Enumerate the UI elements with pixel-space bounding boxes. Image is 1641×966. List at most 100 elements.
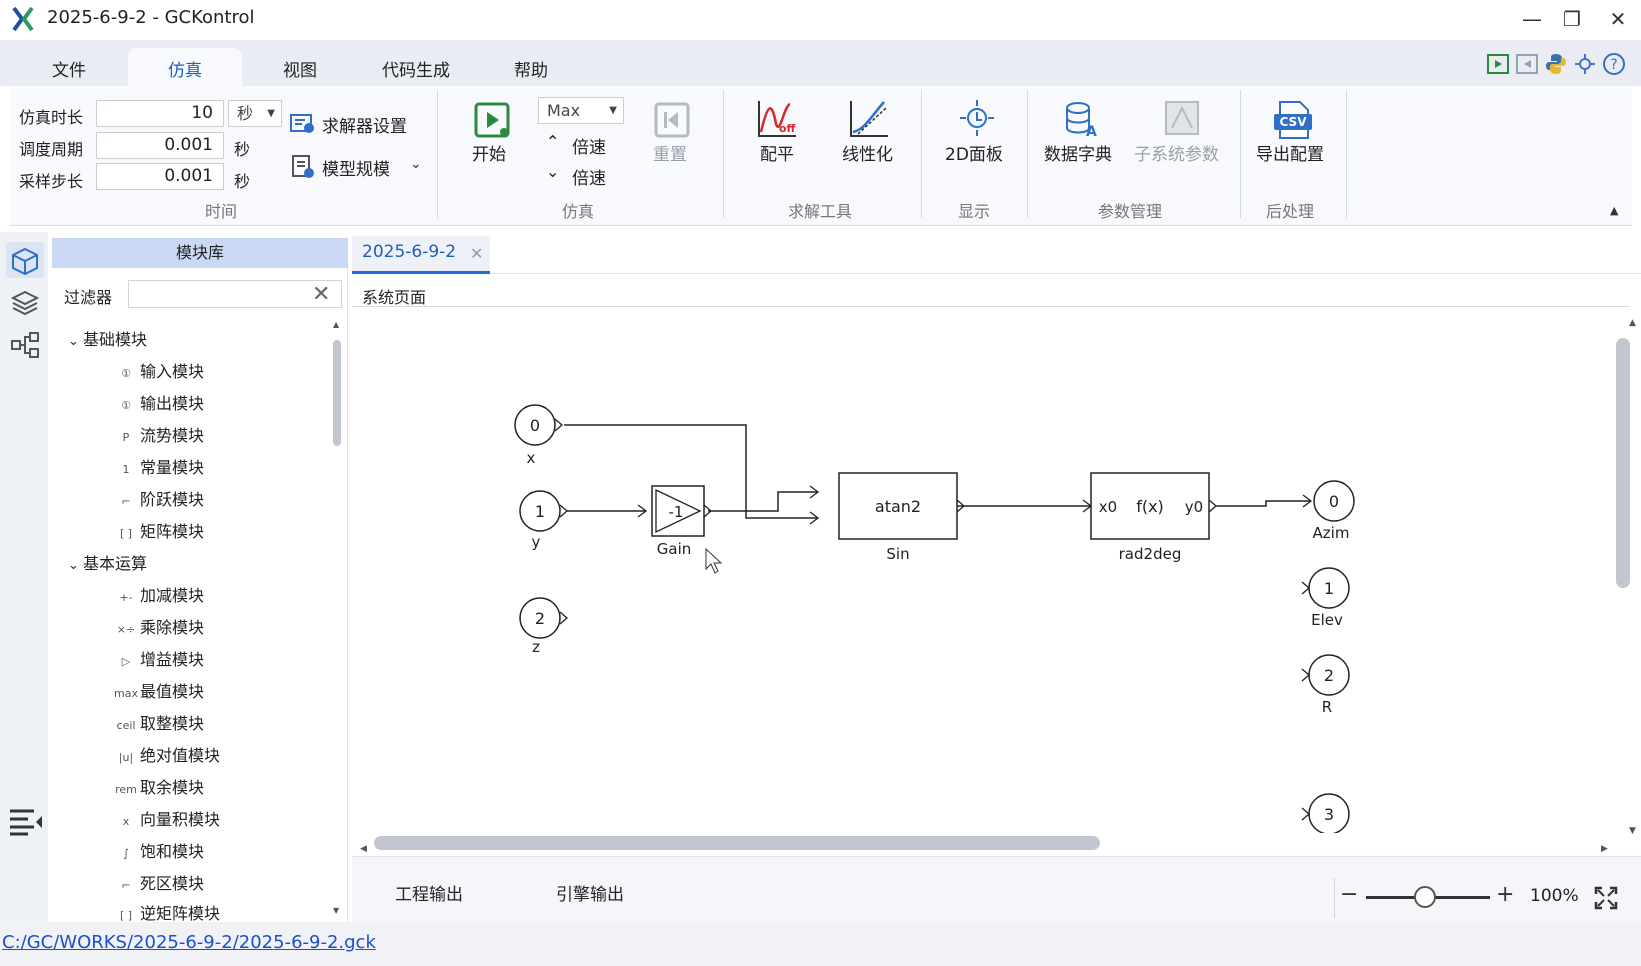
tab-help[interactable]: 帮助 [514,61,548,81]
inport-z[interactable]: 2 z [519,597,568,656]
collapse-panel-icon[interactable] [8,806,44,836]
python-icon[interactable] [1544,52,1568,76]
trim-icon[interactable]: off [756,98,800,140]
layers-icon[interactable] [10,288,40,318]
scroll-up-icon[interactable]: ▲ [1629,318,1636,328]
data-dict-icon[interactable]: A [1064,100,1100,140]
linearize-icon[interactable] [848,98,892,140]
collapse-ribbon-icon[interactable]: ▲ [1610,204,1619,217]
scroll-up-icon[interactable]: ▲ [333,320,340,329]
inport-y[interactable]: 1 y [519,490,568,551]
tree-item-step[interactable]: ⌐阶跃模块 [112,486,204,510]
filter-input[interactable] [128,280,342,308]
mul-div-icon: ×÷ [116,623,136,636]
tree-item-inverse-matrix[interactable]: [ ]逆矩阵模块 [112,900,220,924]
group-divider [1346,90,1347,218]
tree-item-mul-div[interactable]: ×÷乘除模块 [112,614,204,638]
tree-item-gain[interactable]: ▷增益模块 [112,646,204,670]
solver-settings-button[interactable]: 求解器设置 [322,117,407,137]
horizontal-scrollbar[interactable] [374,836,1100,850]
module-library-icon[interactable] [10,246,40,276]
restore-icon[interactable]: ❐ [1563,7,1581,31]
sim-duration-input[interactable]: 10 [96,100,224,127]
tab-engine-output[interactable]: 引擎输出 [556,885,624,905]
svg-text:?: ? [1610,57,1617,73]
speed-down-icon[interactable]: ⌄ [546,162,560,181]
help-icon[interactable]: ? [1602,52,1626,76]
chevron-down-icon[interactable]: ⌄ [410,156,422,172]
debug-icon[interactable] [1573,52,1597,76]
clear-icon[interactable]: ✕ [312,282,331,307]
trim-button[interactable]: 配平 [760,145,794,165]
tab-project-output[interactable]: 工程输出 [395,885,463,905]
panel-2d-icon[interactable] [958,98,996,140]
output-module-icon: ① [121,399,131,412]
fit-screen-icon[interactable] [1594,886,1618,910]
start-button[interactable]: 开始 [472,145,506,165]
speed-up-icon[interactable]: ⌃ [546,132,560,151]
outport-elev[interactable]: 1 Elev [1301,567,1350,629]
tree-group-basic-ops[interactable]: ⌄ 基本运算 [68,550,147,574]
export-config-icon[interactable]: CSV [1274,100,1312,140]
subsystem-params-button[interactable]: 子系统参数 [1134,145,1219,165]
hierarchy-icon[interactable] [10,330,40,360]
rad2deg-block[interactable]: x0 f(x) y0 rad2deg [1090,472,1217,563]
diagram-canvas[interactable]: 0 x 1 y 2 z -1 Gain atan2 Sin [352,306,1630,833]
data-dict-button[interactable]: 数据字典 [1044,145,1112,165]
outport-r[interactable]: 2 R [1301,654,1350,716]
tree-item-saturation[interactable]: ∫饱和模块 [112,838,204,862]
gain-block[interactable]: -1 Gain [651,485,712,558]
minimize-icon[interactable]: — [1522,7,1542,31]
library-scrollbar[interactable] [333,340,341,446]
speed-select[interactable]: Max▼ [538,97,624,124]
panel-2d-button[interactable]: 2D面板 [945,145,1003,165]
tree-item-matrix[interactable]: [ ]矩阵模块 [112,518,204,542]
tab-view[interactable]: 视图 [283,61,317,81]
export-config-button[interactable]: 导出配置 [1256,145,1324,165]
scroll-right-icon[interactable]: ▶ [1601,844,1608,854]
linearize-button[interactable]: 线性化 [842,145,893,165]
scroll-down-icon[interactable]: ▼ [1629,826,1636,836]
outport-label: Elev [1311,611,1343,629]
start-icon[interactable] [474,102,510,138]
file-path-link[interactable]: C:/GC/WORKS/2025-6-9-2/2025-6-9-2.gck [2,932,376,953]
tree-item-abs[interactable]: |u|绝对值模块 [112,742,220,766]
scroll-left-icon[interactable]: ◀ [360,844,367,854]
inport-x[interactable]: 0 x [514,404,563,467]
vertical-scrollbar[interactable] [1616,338,1630,588]
tree-group-basic-modules[interactable]: ⌄ 基础模块 [68,326,147,350]
tree-item-deadzone[interactable]: ⌐死区模块 [112,870,204,894]
tab-file[interactable]: 文件 [52,61,86,81]
zoom-out-button[interactable]: − [1340,882,1359,907]
run-script-icon[interactable] [1486,52,1510,76]
close-icon[interactable]: ✕ [1609,7,1627,31]
atan2-block[interactable]: atan2 Sin [838,472,965,563]
sched-period-input[interactable]: 0.001 [96,132,224,159]
step-back-icon[interactable] [1515,52,1539,76]
zoom-in-button[interactable]: + [1496,882,1515,907]
close-tab-icon[interactable]: ✕ [470,244,484,263]
document-tab[interactable] [352,236,490,274]
model-rules-button[interactable]: 模型规模 [322,160,390,180]
scroll-down-icon[interactable]: ▼ [333,906,340,915]
speed-up-button[interactable]: 倍速 [572,138,606,158]
outport-3[interactable]: 3 [1301,793,1350,833]
reset-button[interactable]: 重置 [653,145,687,165]
outport-azim[interactable]: 0 Azim [1313,480,1355,542]
speed-down-button[interactable]: 倍速 [572,169,606,189]
sample-step-input[interactable]: 0.001 [96,163,224,190]
tab-codegen[interactable]: 代码生成 [382,61,450,81]
deadzone-icon: ⌐ [121,879,131,892]
sim-duration-unit-select[interactable]: 秒▼ [228,100,282,127]
tree-item-add-sub[interactable]: +-加减模块 [112,582,204,606]
tab-simulation[interactable]: 仿真 [168,61,202,81]
zoom-slider-knob[interactable] [1414,886,1436,908]
